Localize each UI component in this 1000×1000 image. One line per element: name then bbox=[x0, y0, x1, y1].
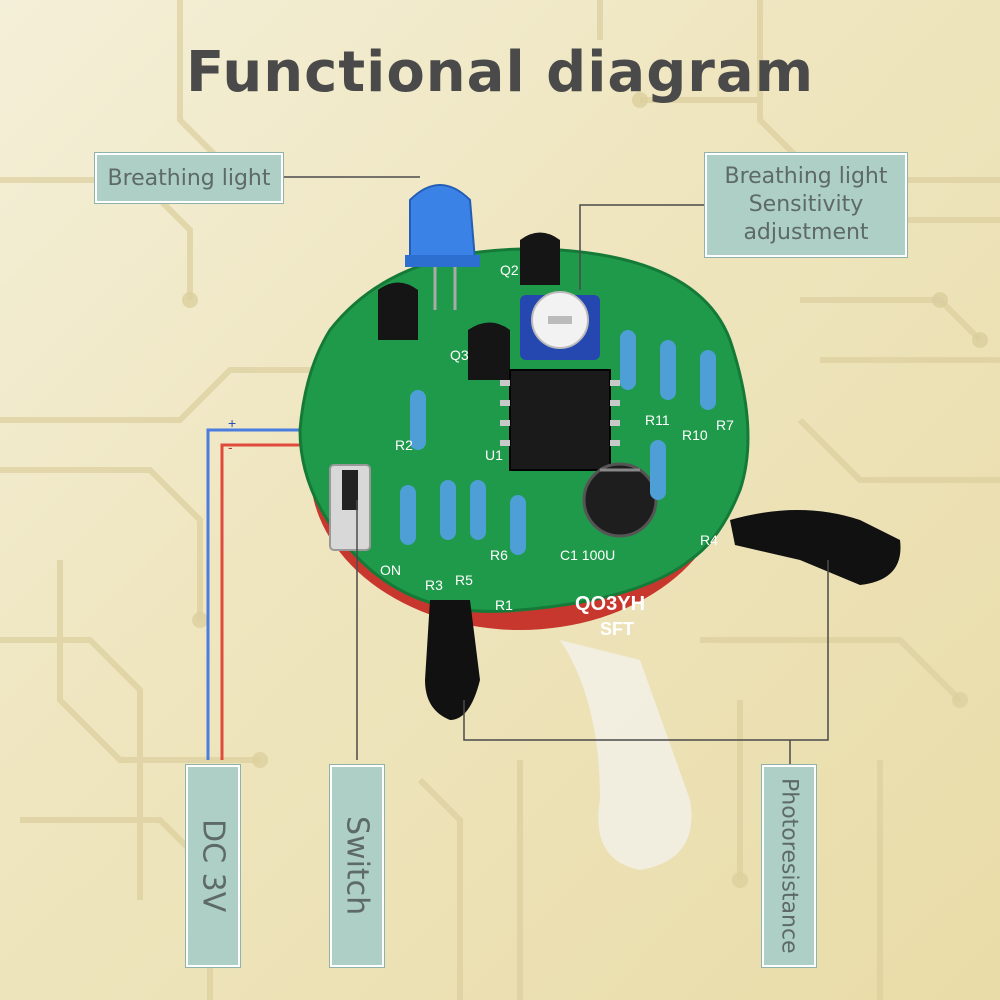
photoresistor-right bbox=[730, 510, 901, 585]
callout-photoresistance: Photoresistance bbox=[762, 765, 816, 967]
callout-breathing-light: Breathing light bbox=[95, 153, 283, 203]
leader-photoresistance bbox=[463, 560, 829, 765]
led-component bbox=[409, 184, 477, 261]
callout-switch-text: Switch bbox=[339, 816, 375, 916]
transistor-q2 bbox=[520, 232, 560, 285]
board-label-q3: Q3 bbox=[450, 347, 469, 363]
board-label-r10: R10 bbox=[682, 427, 708, 443]
blue-wire bbox=[206, 428, 300, 760]
board-label-r2: R2 bbox=[395, 437, 413, 453]
callout-dc-3v-text: DC 3V bbox=[195, 819, 231, 913]
board-label-r4: R4 bbox=[700, 532, 718, 548]
board-label-q2: Q2 bbox=[500, 262, 519, 278]
plastic-stand bbox=[560, 640, 692, 870]
callout-breathing-light-text: Breathing light bbox=[107, 165, 271, 191]
transistor-left bbox=[378, 282, 418, 340]
callout-sensitivity-line1: Breathing light bbox=[724, 164, 888, 189]
board-label-on: ON bbox=[380, 562, 401, 578]
callout-sensitivity-adjustment: Breathing light Sensitivity adjustment bbox=[705, 153, 907, 257]
wire-plus-sign: + bbox=[228, 415, 236, 431]
page-title: Functional diagram bbox=[185, 40, 815, 105]
callout-sensitivity-line2: Sensitivity bbox=[748, 192, 864, 217]
callout-dc-3v: DC 3V bbox=[186, 765, 240, 967]
callout-switch: Switch bbox=[330, 765, 384, 967]
board-label-r6: R6 bbox=[490, 547, 508, 563]
capacitor-c1 bbox=[582, 462, 658, 538]
red-wire bbox=[220, 443, 300, 760]
callout-sensitivity-line3: adjustment bbox=[743, 220, 869, 245]
board-label-c1: C1 100U bbox=[560, 547, 615, 563]
board-label-r3: R3 bbox=[425, 577, 443, 593]
board-label-sft: SFT bbox=[600, 619, 634, 639]
ic-chip bbox=[509, 369, 611, 471]
board-label-r5: R5 bbox=[455, 572, 473, 588]
callout-photoresistance-text: Photoresistance bbox=[776, 778, 802, 954]
board-label-r11: R11 bbox=[645, 412, 670, 428]
board-label-r1: R1 bbox=[495, 597, 513, 613]
photoresistor-left bbox=[425, 600, 480, 720]
wire-minus-sign: - bbox=[228, 439, 233, 455]
board-label-model: QO3YH bbox=[575, 593, 645, 615]
transistor-q3 bbox=[468, 322, 510, 380]
board-label-u1: U1 bbox=[485, 447, 503, 463]
leader-sensitivity bbox=[579, 204, 706, 290]
board-label-r7: R7 bbox=[716, 417, 734, 433]
resistor-array bbox=[400, 330, 716, 555]
